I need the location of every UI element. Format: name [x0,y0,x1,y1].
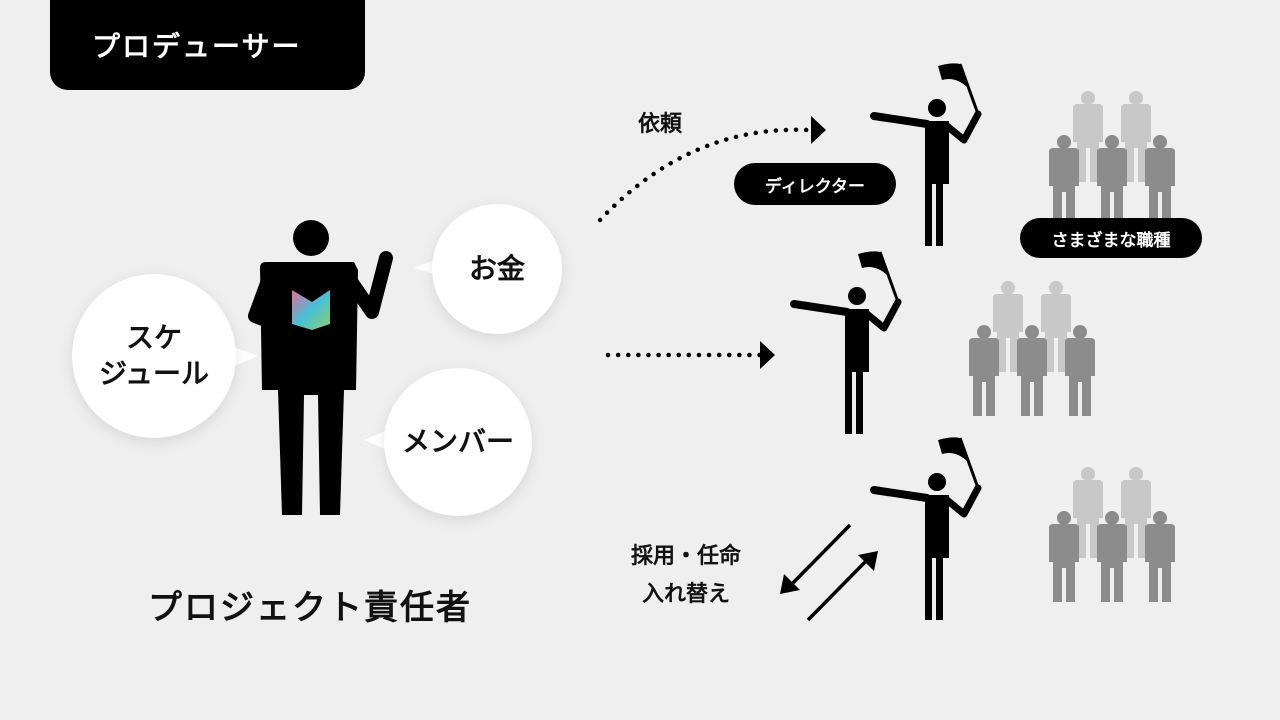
schedule-bubble: スケ ジュール [72,274,236,438]
book-icon [292,290,330,330]
header-title: プロデューサー [92,30,302,63]
swap-arrows-icon [780,523,878,622]
request-arrow-head [811,116,826,144]
schedule-text-line1: スケ [125,320,182,354]
producer-caption: プロジェクト責任者 [148,588,472,628]
director-figure-2 [794,251,898,434]
money-bubble: お金 [432,204,562,334]
team-group-3 [1049,467,1175,602]
request-arrow-line [597,127,811,223]
roles-label: さまざまな職種 [1051,230,1171,251]
team-group-1 [1049,91,1175,226]
header-tab: プロデューサー [50,0,365,90]
director-pill: ディレクター [734,163,896,205]
hire-label-line1: 採用・任命 [630,544,741,569]
hire-label-line2: 入れ替え [641,582,730,607]
team-group-2 [969,281,1095,416]
producer-figure [248,220,393,515]
roles-pill: さまざまな職種 [1020,218,1202,258]
members-text: メンバー [401,424,514,458]
assign-arrow-head [760,341,775,369]
request-label: 依頼 [637,112,682,137]
hire-label: 採用・任命 入れ替え [606,538,766,614]
money-text: お金 [468,251,525,285]
director-label: ディレクター [764,176,866,197]
members-bubble: メンバー [384,368,532,516]
director-figure-1 [874,63,978,246]
director-figure-3 [874,437,978,620]
schedule-text-line2: ジュール [98,357,210,390]
